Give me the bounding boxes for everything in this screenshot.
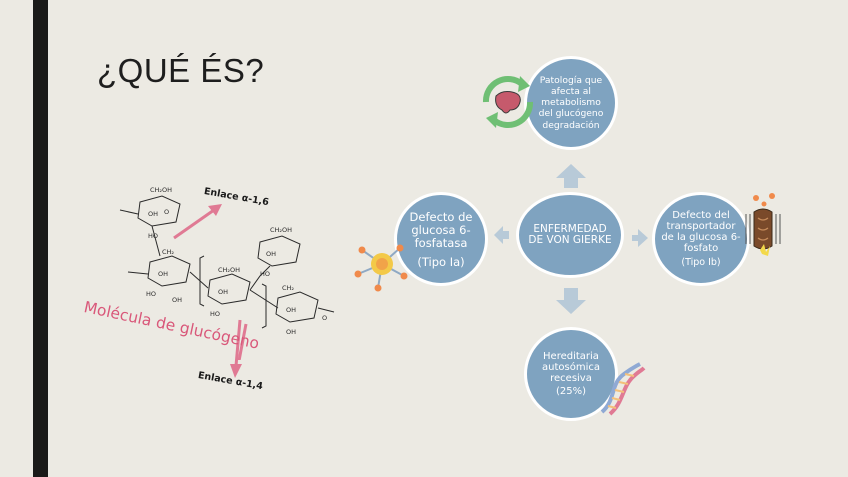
node-left-text: Defecto de glucosa 6-fosfatasa [409, 209, 473, 250]
node-bottom-text: Hereditaria autosómica recesiva [542, 350, 600, 384]
svg-text:CH₂OH: CH₂OH [218, 266, 240, 274]
arrow-left [494, 226, 509, 244]
svg-text:OH: OH [266, 250, 276, 258]
node-left-sub: (Tipo Ia) [417, 254, 465, 269]
enzyme-icon [354, 244, 408, 292]
node-left-g6pase: Defecto de glucosa 6-fosfatasa (Tipo Ia) [394, 192, 488, 286]
svg-text:CH₂OH: CH₂OH [150, 186, 172, 194]
arrow-up [556, 164, 586, 188]
svg-text:OH: OH [286, 306, 296, 314]
svg-text:OH: OH [286, 328, 296, 336]
node-bottom-sub: (25%) [555, 385, 587, 397]
svg-text:HO: HO [210, 310, 220, 318]
node-right-sub: (Tipo Ib) [681, 256, 721, 268]
dna-icon [600, 362, 646, 416]
svg-text:OH: OH [148, 210, 158, 218]
svg-text:HO: HO [146, 290, 156, 298]
glucose-ring [275, 291, 319, 323]
glycogen-molecule-figure: CH₂OH OH O HO CH₂ OH HO OH CH₂OH OH HO C… [119, 186, 335, 360]
arrow-down [556, 288, 586, 314]
glucose-ring [147, 255, 191, 287]
svg-text:CH₂: CH₂ [162, 248, 174, 256]
svg-text:HO: HO [148, 232, 158, 240]
node-top-text: Patología que afecta al metabolismo del … [538, 74, 604, 119]
svg-text:OH: OH [158, 270, 168, 278]
node-top-sub: degradación [542, 119, 600, 131]
left-accent-bar [33, 0, 48, 477]
arrow-right [632, 229, 648, 247]
liver-cycle-icon [482, 75, 534, 129]
membrane-transporter-icon [745, 193, 781, 256]
svg-text:HO: HO [260, 270, 270, 278]
svg-text:O: O [164, 208, 169, 216]
glucose-ring [207, 273, 251, 305]
node-center-disease: ENFERMEDAD DE VON GIERKE [516, 192, 624, 278]
bond-arrow-down [230, 319, 242, 378]
svg-text:OH: OH [218, 288, 228, 296]
svg-text:CH₂OH: CH₂OH [270, 226, 292, 234]
node-center-text: ENFERMEDAD DE VON GIERKE [528, 223, 612, 246]
node-right-text: Defecto del transportador de la glucosa … [661, 209, 741, 254]
svg-text:O: O [322, 314, 327, 322]
node-right-transporter: Defecto del transportador de la glucosa … [652, 192, 750, 286]
svg-text:CH₂: CH₂ [282, 284, 294, 292]
slide-title: ¿QUÉ ÉS? [97, 52, 265, 89]
glucose-ring [137, 195, 181, 227]
node-top-pathology: Patología que afecta al metabolismo del … [524, 56, 618, 150]
svg-text:OH: OH [172, 296, 182, 304]
glucose-ring [257, 235, 301, 267]
node-bottom-inheritance: Hereditaria autosómica recesiva (25%) [524, 327, 618, 421]
